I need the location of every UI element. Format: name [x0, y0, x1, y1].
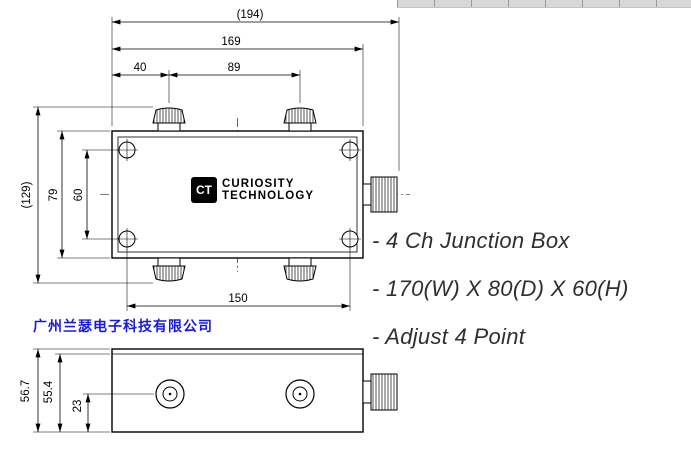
brand-name-line1: CURIOSITY	[222, 177, 295, 190]
cable-gland-bottom-left	[152, 257, 186, 282]
dim-body-height: 55.4	[43, 380, 55, 403]
spec-note-channels: - 4 Ch Junction Box	[372, 228, 570, 253]
gland-face-left	[155, 379, 185, 409]
cable-gland-top-left	[152, 107, 186, 132]
gland-face-right	[285, 379, 315, 409]
cable-gland-top-right	[283, 107, 317, 132]
dim-screw-pitch-h: 150	[228, 293, 247, 305]
dim-overall-depth: (129)	[21, 181, 33, 208]
output-connector-top-view	[362, 176, 398, 213]
dimension-labels: (194) 169 40 89 (129) 79 60 150 56.7 55.…	[20, 9, 264, 412]
lid-outline	[117, 136, 358, 253]
company-watermark: 广州兰瑟电子科技有限公司	[33, 318, 213, 334]
dim-overall-height: 56.7	[20, 380, 32, 402]
dim-gland-pitch: 89	[228, 62, 241, 74]
front-outline	[111, 348, 364, 433]
table-edge-strip	[397, 0, 691, 8]
dim-body-width: 169	[221, 36, 240, 48]
dim-overall-width: (194)	[237, 9, 264, 21]
brand-logo: CT CURIOSITY TECHNOLOGY	[191, 177, 314, 203]
cable-gland-bottom-right	[283, 257, 317, 282]
corner-screws	[116, 139, 361, 250]
output-connector-front-view	[362, 373, 398, 411]
brand-logo-icon: CT	[191, 177, 217, 203]
spec-note-adjust: - Adjust 4 Point	[372, 324, 526, 349]
front-view	[111, 348, 398, 433]
spec-note-dimensions: - 170(W) X 80(D) X 60(H)	[372, 276, 629, 301]
brand-name-line2: TECHNOLOGY	[222, 190, 315, 202]
dim-gland-offset: 40	[134, 62, 147, 74]
dimension-lines	[35, 19, 399, 432]
dim-screw-pitch-v: 60	[73, 189, 85, 202]
dim-gland-center-height: 23	[72, 400, 84, 413]
top-view	[111, 107, 398, 282]
spec-notes: - 4 Ch Junction Box - 170(W) X 80(D) X 6…	[372, 217, 629, 361]
dim-body-depth: 79	[48, 189, 60, 202]
